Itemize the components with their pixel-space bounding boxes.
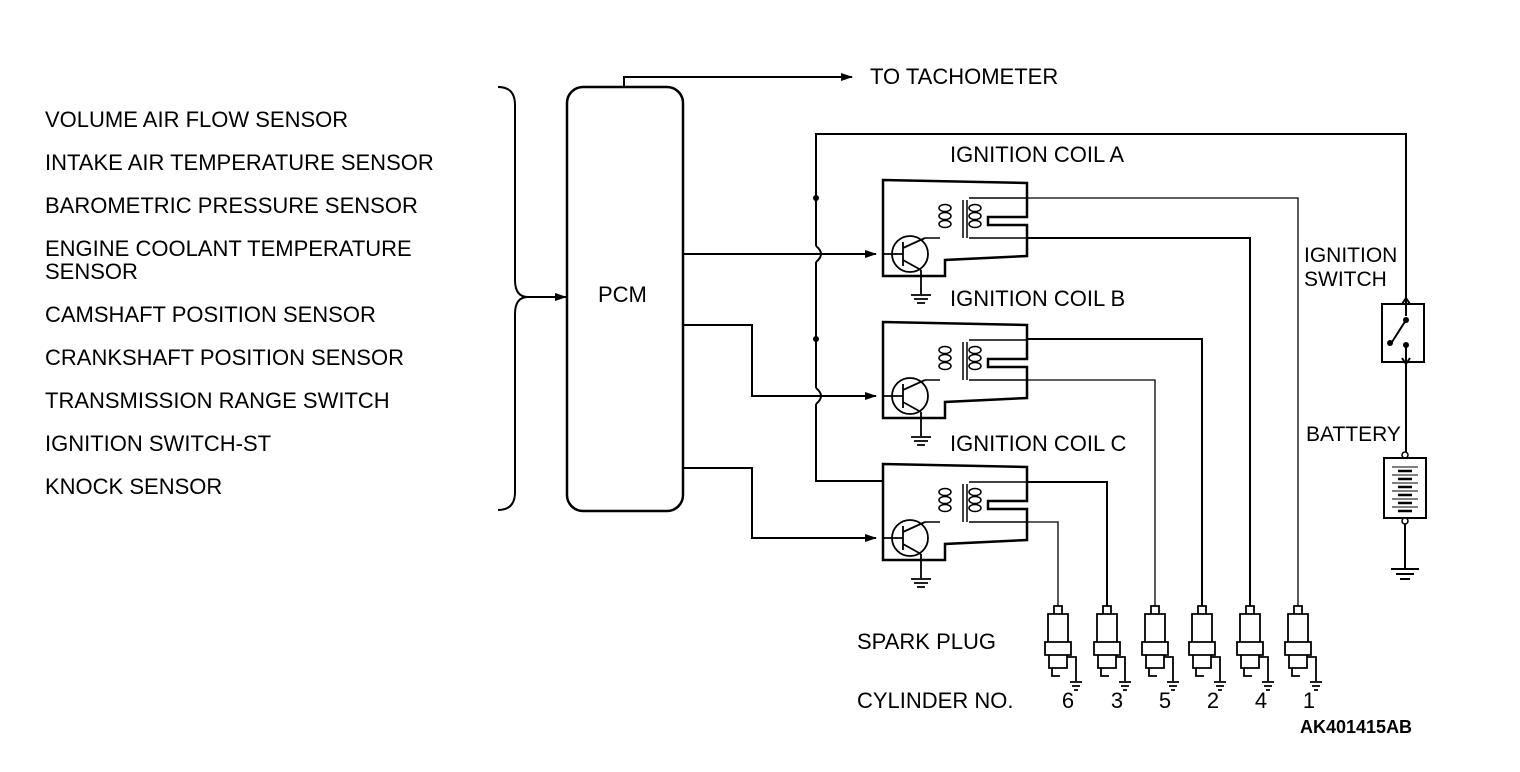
- cylinder-number: 3: [1111, 688, 1123, 713]
- coil-a-label: IGNITION COIL A: [950, 142, 1124, 167]
- figure-code: AK401415AB: [1300, 717, 1412, 737]
- coil-b-to-plug-5: [1028, 379, 1156, 606]
- cylinder-number: 4: [1255, 688, 1267, 713]
- spark-plug-icon: [1044, 605, 1082, 691]
- coil-b-symbol: [881, 320, 1029, 446]
- junction-dot: [813, 336, 819, 342]
- pcm-coil-b-drive: [683, 324, 877, 400]
- spark-plug-icon: [1284, 605, 1322, 691]
- sensor-label: ENGINE COOLANT TEMPERATURE: [45, 236, 412, 261]
- coil-c-to-plug-3: [1028, 481, 1108, 606]
- sensor-label: IGNITION SWITCH-ST: [45, 431, 271, 456]
- coil-c-to-plug-6: [1028, 521, 1059, 606]
- coil-c-symbol: [881, 462, 1029, 588]
- sensor-label: BAROMETRIC PRESSURE SENSOR: [45, 193, 418, 218]
- sensor-brace: [497, 86, 529, 511]
- spark-plug-icon: [1093, 605, 1131, 691]
- pcm-label: PCM: [598, 282, 647, 307]
- spark-plug-icon: [1236, 605, 1274, 691]
- coil-b-to-plug-2: [1028, 338, 1203, 606]
- coil-a-symbol: [881, 178, 1029, 304]
- cylinder-number: 2: [1207, 688, 1219, 713]
- pcm-coil-c-drive: [683, 467, 877, 542]
- cylinder-number: 6: [1062, 688, 1074, 713]
- junction-dot: [813, 195, 819, 201]
- cylinder-number: 5: [1159, 688, 1171, 713]
- sensor-label: KNOCK SENSOR: [45, 474, 222, 499]
- ignition-switch-label-line2: SWITCH: [1304, 268, 1387, 291]
- ignition-switch-label-line1: IGNITION: [1304, 244, 1397, 267]
- coil-b-label: IGNITION COIL B: [950, 286, 1125, 311]
- spark-plug-icon: [1188, 605, 1226, 691]
- sensor-label: CRANKSHAFT POSITION SENSOR: [45, 345, 404, 370]
- cylinder-number: 1: [1303, 688, 1315, 713]
- sensor-label: CAMSHAFT POSITION SENSOR: [45, 302, 376, 327]
- sensor-label: VOLUME AIR FLOW SENSOR: [45, 107, 348, 132]
- sensor-label: INTAKE AIR TEMPERATURE SENSOR: [45, 150, 434, 175]
- coil-a-to-plug-1: [1028, 197, 1299, 606]
- battery-label: BATTERY: [1306, 423, 1401, 446]
- spark-plug-icon: [1141, 605, 1179, 691]
- tachometer-label: TO TACHOMETER: [870, 64, 1058, 89]
- spark-plug-label: SPARK PLUG: [857, 629, 996, 654]
- coil-c-label: IGNITION COIL C: [950, 431, 1127, 456]
- tachometer-wire: [623, 73, 853, 87]
- battery: [1383, 451, 1427, 580]
- cylinder-label: CYLINDER NO.: [857, 688, 1013, 713]
- sensor-list: VOLUME AIR FLOW SENSOR INTAKE AIR TEMPER…: [45, 107, 434, 499]
- sensor-label: SENSOR: [45, 259, 138, 284]
- power-bus-wire: [815, 133, 1407, 482]
- coil-a-to-plug-4: [1028, 237, 1251, 606]
- sensor-label: TRANSMISSION RANGE SWITCH: [45, 388, 390, 413]
- ignition-switch: [1381, 296, 1425, 366]
